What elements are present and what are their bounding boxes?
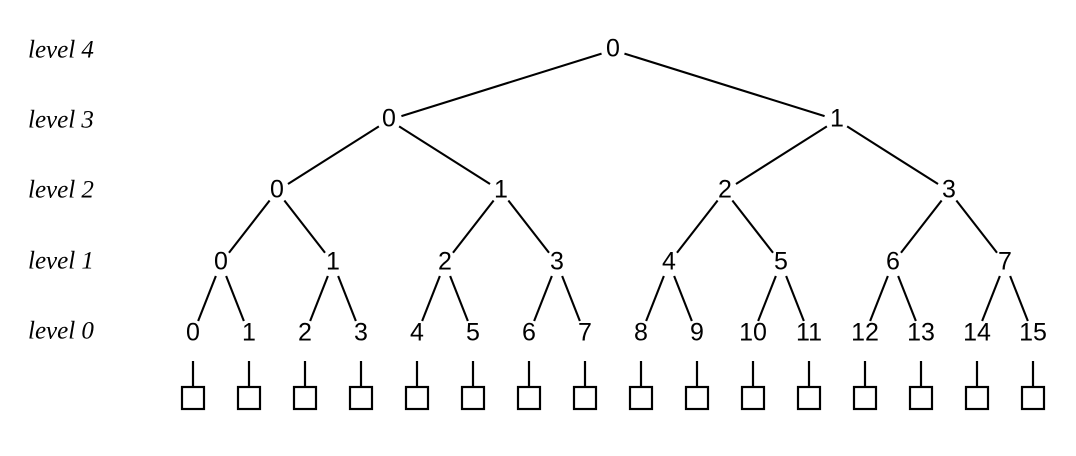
tree-node-label: 5 — [466, 319, 480, 347]
level-label: level 2 — [28, 177, 94, 204]
leaf-stems — [191, 361, 1035, 387]
leaf-box[interactable] — [908, 385, 934, 411]
leaf-boxes — [180, 385, 1046, 411]
edge-right — [283, 199, 326, 254]
tree-node-label: 11 — [796, 319, 822, 347]
edge-left — [869, 275, 889, 322]
tree-node-label: 14 — [963, 319, 991, 347]
leaf-box[interactable] — [1020, 385, 1046, 411]
level-label: level 3 — [28, 107, 94, 134]
level-label: level 4 — [28, 37, 94, 64]
edge-left — [645, 275, 665, 322]
edge-left — [228, 199, 271, 254]
edge-right — [731, 199, 774, 254]
edge-left — [309, 275, 329, 322]
tree-node-label: 4 — [662, 248, 676, 276]
tree-node-label: 2 — [438, 248, 452, 276]
level-label: level 1 — [28, 248, 94, 275]
edge-right — [673, 275, 693, 322]
leaf-box[interactable] — [740, 385, 766, 411]
edge-left — [287, 125, 380, 185]
edge-left — [676, 199, 719, 254]
edge-left — [757, 275, 777, 322]
tree-node-label: 12 — [851, 319, 879, 347]
tree-node-label: 1 — [494, 176, 508, 204]
edge-left — [981, 275, 1001, 322]
edge-left — [401, 52, 602, 118]
leaf-box[interactable] — [348, 385, 374, 411]
leaf-box[interactable] — [460, 385, 486, 411]
edge-right — [398, 125, 491, 185]
tree-node-label: 3 — [354, 319, 368, 347]
level-labels: level 4 level 3 level 2 level 1 level 0 — [28, 37, 94, 345]
level-label: level 0 — [28, 318, 94, 345]
leaf-box[interactable] — [796, 385, 822, 411]
tree-node-label: 13 — [907, 319, 935, 347]
tree-node-label: 4 — [410, 319, 424, 347]
edge-right — [449, 275, 469, 322]
tree-node-label: 0 — [382, 105, 396, 133]
edge-right — [897, 275, 917, 322]
leaf-box[interactable] — [236, 385, 262, 411]
edge-right — [1009, 275, 1029, 322]
leaf-box[interactable] — [516, 385, 542, 411]
edge-right — [785, 275, 805, 322]
tree-node-label: 2 — [718, 176, 732, 204]
tree-node-label: 3 — [550, 248, 564, 276]
tree-edges — [197, 52, 1029, 322]
edge-right — [225, 275, 245, 322]
edge-left — [900, 199, 943, 254]
leaf-box[interactable] — [684, 385, 710, 411]
tree-node-label: 1 — [326, 248, 340, 276]
tree-node-label: 6 — [522, 319, 536, 347]
leaf-box[interactable] — [572, 385, 598, 411]
tree-node-label: 7 — [998, 248, 1012, 276]
tree-node-label: 9 — [690, 319, 704, 347]
tree-node-label: 6 — [886, 248, 900, 276]
tree-node-label: 1 — [830, 105, 844, 133]
leaf-box[interactable] — [180, 385, 206, 411]
tree-node-label: 5 — [774, 248, 788, 276]
edge-left — [197, 275, 217, 322]
edge-left — [735, 125, 828, 185]
leaf-box[interactable] — [404, 385, 430, 411]
edge-right — [337, 275, 357, 322]
tree-node-label: 15 — [1019, 319, 1047, 347]
tree-node-label: 0 — [606, 35, 620, 63]
tree-node-label: 8 — [634, 319, 648, 347]
edge-right — [846, 125, 939, 185]
tree-node-label: 10 — [739, 319, 767, 347]
edge-left — [421, 275, 441, 322]
tree-node-label: 7 — [578, 319, 592, 347]
edge-right — [955, 199, 998, 254]
edge-right — [624, 52, 825, 118]
tree-node-label: 2 — [298, 319, 312, 347]
edge-right — [561, 275, 581, 322]
edge-left — [452, 199, 495, 254]
leaf-box[interactable] — [292, 385, 318, 411]
edge-right — [507, 199, 550, 254]
tree-node-label: 1 — [242, 319, 256, 347]
tree-node-label: 0 — [214, 248, 228, 276]
tree-node-label: 0 — [186, 319, 200, 347]
tree-node-label: 3 — [942, 176, 956, 204]
leaf-box[interactable] — [964, 385, 990, 411]
edge-left — [533, 275, 553, 322]
tree-node-label: 0 — [270, 176, 284, 204]
leaf-box[interactable] — [628, 385, 654, 411]
leaf-box[interactable] — [852, 385, 878, 411]
